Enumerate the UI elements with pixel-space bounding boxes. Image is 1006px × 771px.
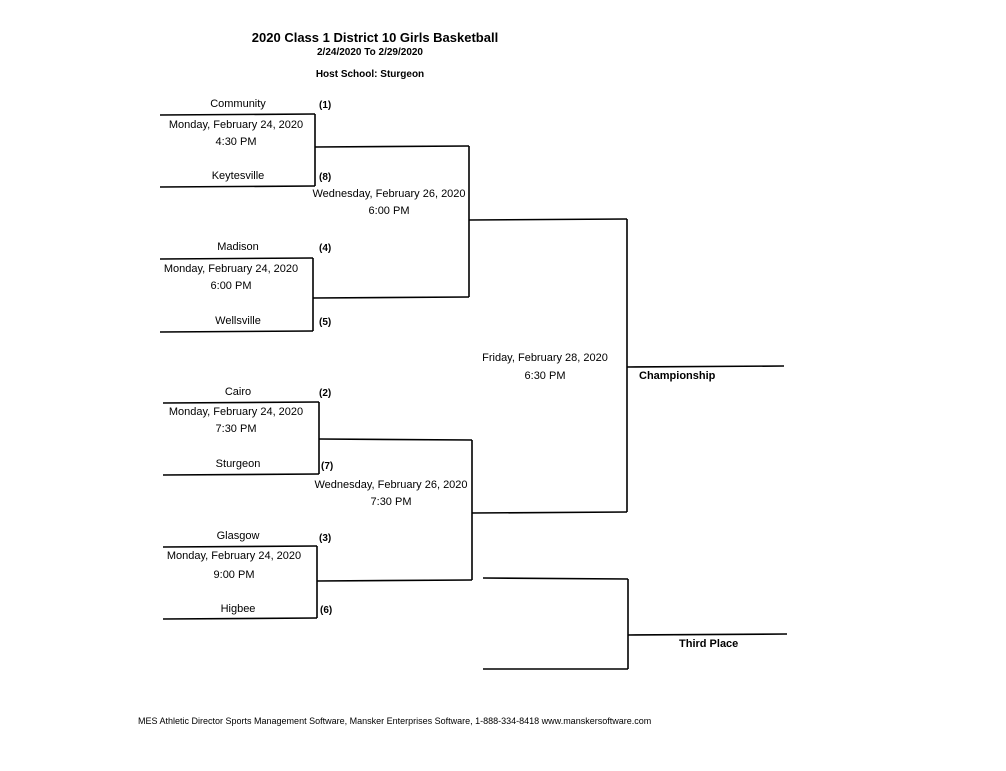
game-date: Wednesday, February 26, 2020 bbox=[314, 479, 468, 491]
bracket-line bbox=[316, 579, 473, 582]
team-seed: (3) bbox=[319, 533, 332, 544]
bracket-line bbox=[626, 365, 785, 368]
game-date: Monday, February 24, 2020 bbox=[166, 550, 302, 562]
bracket-line bbox=[162, 617, 318, 620]
bracket-line bbox=[312, 296, 470, 299]
bracket-line bbox=[162, 401, 320, 404]
game-date: Monday, February 24, 2020 bbox=[163, 263, 299, 275]
game-time: 7:30 PM bbox=[370, 496, 412, 508]
team-seed: (1) bbox=[319, 100, 332, 111]
bracket-line bbox=[468, 218, 628, 221]
team-seed: (2) bbox=[319, 388, 332, 399]
game-time: 6:30 PM bbox=[524, 370, 566, 382]
game-time: 7:30 PM bbox=[215, 423, 257, 435]
third-place-label: Third Place bbox=[679, 638, 739, 650]
bracket-line bbox=[159, 185, 316, 188]
game-date: Monday, February 24, 2020 bbox=[168, 119, 304, 131]
game-time: 6:00 PM bbox=[210, 280, 252, 292]
team-name: Wellsville bbox=[215, 315, 261, 327]
footer-credit: MES Athletic Director Sports Management … bbox=[138, 716, 652, 726]
championship-label: Championship bbox=[639, 370, 716, 382]
bracket-line bbox=[162, 545, 318, 548]
team-seed: (4) bbox=[319, 243, 332, 254]
bracket-line bbox=[162, 473, 320, 476]
bracket-line bbox=[627, 633, 788, 636]
team-seed: (7) bbox=[321, 461, 334, 472]
game-time: 9:00 PM bbox=[213, 569, 255, 581]
team-seed: (5) bbox=[319, 317, 332, 328]
team-name: Higbee bbox=[220, 603, 256, 615]
bracket-line bbox=[159, 257, 314, 260]
game-date: Monday, February 24, 2020 bbox=[168, 406, 304, 418]
team-name: Glasgow bbox=[216, 530, 260, 542]
page-title: 2020 Class 1 District 10 Girls Basketbal… bbox=[251, 30, 499, 45]
bracket-line bbox=[314, 145, 470, 148]
team-seed: (6) bbox=[320, 605, 333, 616]
bracket-line bbox=[159, 113, 316, 116]
game-time: 6:00 PM bbox=[368, 205, 410, 217]
game-date: Friday, February 28, 2020 bbox=[482, 352, 608, 364]
host-school: Host School: Sturgeon bbox=[315, 69, 425, 80]
team-name: Sturgeon bbox=[215, 458, 261, 470]
bracket-line bbox=[482, 577, 629, 580]
bracket-line bbox=[159, 330, 314, 333]
team-name: Keytesville bbox=[211, 170, 265, 182]
team-seed: (8) bbox=[319, 172, 332, 183]
game-date: Wednesday, February 26, 2020 bbox=[312, 188, 466, 200]
game-time: 4:30 PM bbox=[215, 136, 257, 148]
team-name: Community bbox=[210, 98, 266, 110]
bracket-line bbox=[318, 438, 473, 441]
team-name: Cairo bbox=[224, 386, 252, 398]
bracket-line bbox=[471, 511, 628, 514]
team-name: Madison bbox=[217, 241, 259, 253]
date-range: 2/24/2020 To 2/29/2020 bbox=[316, 47, 424, 58]
